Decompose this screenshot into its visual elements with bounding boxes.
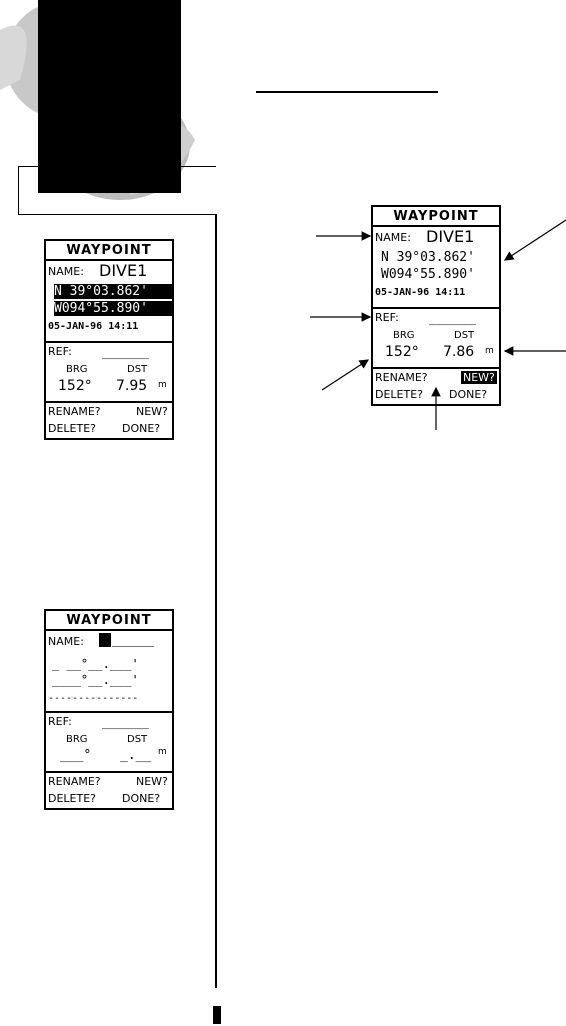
dst-label: DST: [454, 330, 475, 341]
name-cursor[interactable]: [99, 633, 111, 647]
divider-horizontal: [18, 214, 217, 215]
ref-label: REF:: [375, 311, 399, 324]
new-button[interactable]: NEW?: [461, 371, 497, 384]
ref-label: REF:: [48, 715, 72, 728]
delete-button[interactable]: DELETE?: [48, 792, 97, 805]
black-tab-block: [38, 0, 181, 193]
longitude: W094°55.890': [54, 301, 172, 316]
bearing-value: 152°: [385, 344, 419, 360]
distance-value: 7.86: [443, 344, 475, 360]
longitude: W094°55.890': [381, 267, 475, 282]
latitude: _ __°__.___': [52, 657, 139, 671]
dst-label: DST: [127, 734, 148, 745]
distance-unit: m: [158, 380, 167, 390]
bearing-value: ___°: [60, 748, 92, 763]
latitude: N 39°03.862': [54, 284, 172, 299]
screen-title: WAYPOINT: [393, 209, 479, 224]
name-label: NAME:: [375, 231, 411, 244]
arrow-bearing: [321, 359, 370, 391]
longitude: ____°__.___': [52, 673, 139, 687]
rename-button[interactable]: RENAME?: [48, 775, 101, 788]
ref-value: ______: [102, 715, 149, 730]
name-label: NAME:: [48, 635, 84, 648]
brg-label: BRG: [66, 734, 88, 745]
distance-value: _.__: [120, 748, 152, 763]
datetime: 05-JAN-96 14:11: [48, 321, 139, 332]
bearing-value: 152°: [58, 378, 92, 394]
delete-button[interactable]: DELETE?: [48, 422, 97, 435]
divider-left-short: [18, 166, 19, 215]
ref-label: REF:: [48, 345, 72, 358]
waypoint-screen-3: WAYPOINT NAME: _____ _ __°__.___' ____°_…: [44, 609, 174, 810]
distance-unit: m: [485, 346, 494, 356]
divider-vertical: [215, 214, 217, 988]
name-label: NAME:: [48, 265, 84, 278]
datetime: ---------------: [48, 693, 139, 704]
brg-label: BRG: [393, 330, 415, 341]
delete-button[interactable]: DELETE?: [375, 388, 424, 401]
ref-value: ______: [102, 345, 149, 360]
divider-top-short: [18, 166, 216, 167]
new-button[interactable]: NEW?: [136, 775, 168, 788]
page-marker: [213, 1006, 221, 1024]
rename-button[interactable]: RENAME?: [375, 371, 428, 384]
brg-label: BRG: [66, 364, 88, 375]
waypoint-screen-1: WAYPOINT NAME: DIVE1 N 39°03.862' W094°5…: [44, 239, 174, 440]
ref-value: ______: [429, 311, 476, 326]
dst-label: DST: [127, 364, 148, 375]
done-button[interactable]: DONE?: [122, 792, 161, 805]
callout-arrows: [310, 219, 566, 430]
screen-title: WAYPOINT: [66, 243, 152, 258]
latitude: N 39°03.862': [381, 250, 475, 265]
heading-underline: [256, 91, 438, 93]
screen-title: WAYPOINT: [66, 613, 152, 628]
distance-value: 7.95: [116, 378, 148, 394]
name-blank: _____: [112, 631, 155, 647]
waypoint-name: DIVE1: [99, 261, 148, 280]
new-button[interactable]: NEW?: [136, 405, 168, 418]
arrow-coordinates: [503, 219, 566, 261]
distance-unit: m: [158, 747, 167, 757]
done-button[interactable]: DONE?: [449, 388, 488, 401]
done-button[interactable]: DONE?: [122, 422, 161, 435]
datetime: 05-JAN-96 14:11: [375, 287, 466, 298]
rename-button[interactable]: RENAME?: [48, 405, 101, 418]
waypoint-name: DIVE1: [426, 227, 475, 246]
